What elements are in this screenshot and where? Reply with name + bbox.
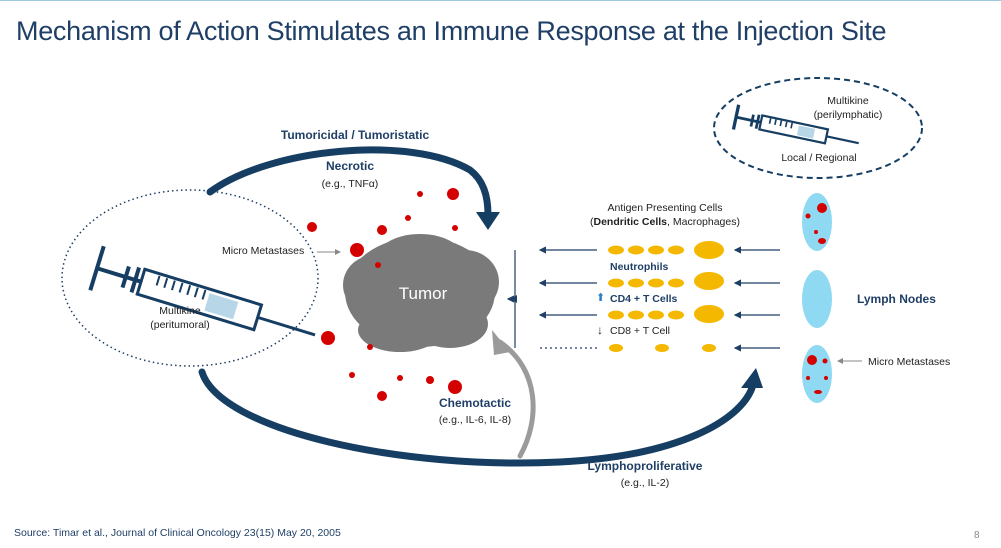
multikine-peritumoral-label: Multikine [159,305,201,317]
signal-bracket-arrowhead [510,295,517,303]
apc-label: Antigen Presenting Cells [607,202,723,214]
lymphoproliferative-arrowhead [741,368,763,388]
local-regional-label: Local / Regional [781,152,857,164]
perilymphatic-injection-area [713,77,923,179]
dendritic-cells-label: Dendritic Cells [593,216,668,228]
apc-open-paren: ( [590,216,594,228]
tumoricidal-arrow [206,146,492,219]
cd4-label: CD4 + T Cells [610,293,678,305]
necrotic-example: (e.g., TNFα) [321,178,379,190]
immune-cells [608,241,724,352]
top-rule [0,0,1001,1]
metastasis-dots [307,188,462,401]
lymphoproliferative-arrow [198,368,756,467]
peritumoral-label: (peritumoral) [150,319,210,331]
micro-metastases-left-label: Micro Metastases [222,245,305,257]
perilymphatic-label: (perilymphatic) [813,109,883,121]
lymphoproliferative-label: Lymphoproliferative [587,459,703,473]
slide-title: Mechanism of Action Stimulates an Immune… [16,16,887,46]
syringe-left-icon [88,245,316,337]
chemotactic-example: (e.g., IL-6, IL-8) [438,414,512,426]
macrophages-label: , Macrophages) [667,216,740,228]
incoming-arrows-left [538,246,597,349]
lymph-nodes [802,193,832,403]
multikine-perilymphatic-label: Multikine [827,95,869,107]
cd8-label: CD8 + T Cell [610,325,671,337]
peritumoral-injection-area [61,189,319,367]
lymph-nodes-label: Lymph Nodes [857,292,936,306]
syringe-right-icon [731,104,859,145]
page-number: 8 [974,530,980,541]
chemotactic-arrow [497,339,536,459]
chemotactic-label: Chemotactic [438,396,512,410]
cd4-up-arrow-icon: ⬆ [596,292,606,304]
lymph-node-metastases [805,203,828,394]
tumor-shape [343,234,499,352]
tumor-label: Tumor [398,284,448,303]
incoming-arrows-right [733,246,780,352]
chemotactic-arrowhead [492,330,510,355]
tumoricidal-arrowhead [476,212,500,230]
tumoricidal-label: Tumoricidal / Tumoristatic [280,128,430,142]
lymphoproliferative-example: (e.g., IL-2) [620,477,670,489]
neutrophils-label: Neutrophils [610,261,669,273]
micro-metastases-right-label: Micro Metastases [868,356,951,368]
apc-detail-label: (Dendritic Cells, Macrophages) [560,216,770,229]
source-citation: Source: Timar et al., Journal of Clinica… [14,527,341,539]
necrotic-label: Necrotic [325,159,375,173]
cd8-down-arrow-icon: ↓ [597,323,603,337]
